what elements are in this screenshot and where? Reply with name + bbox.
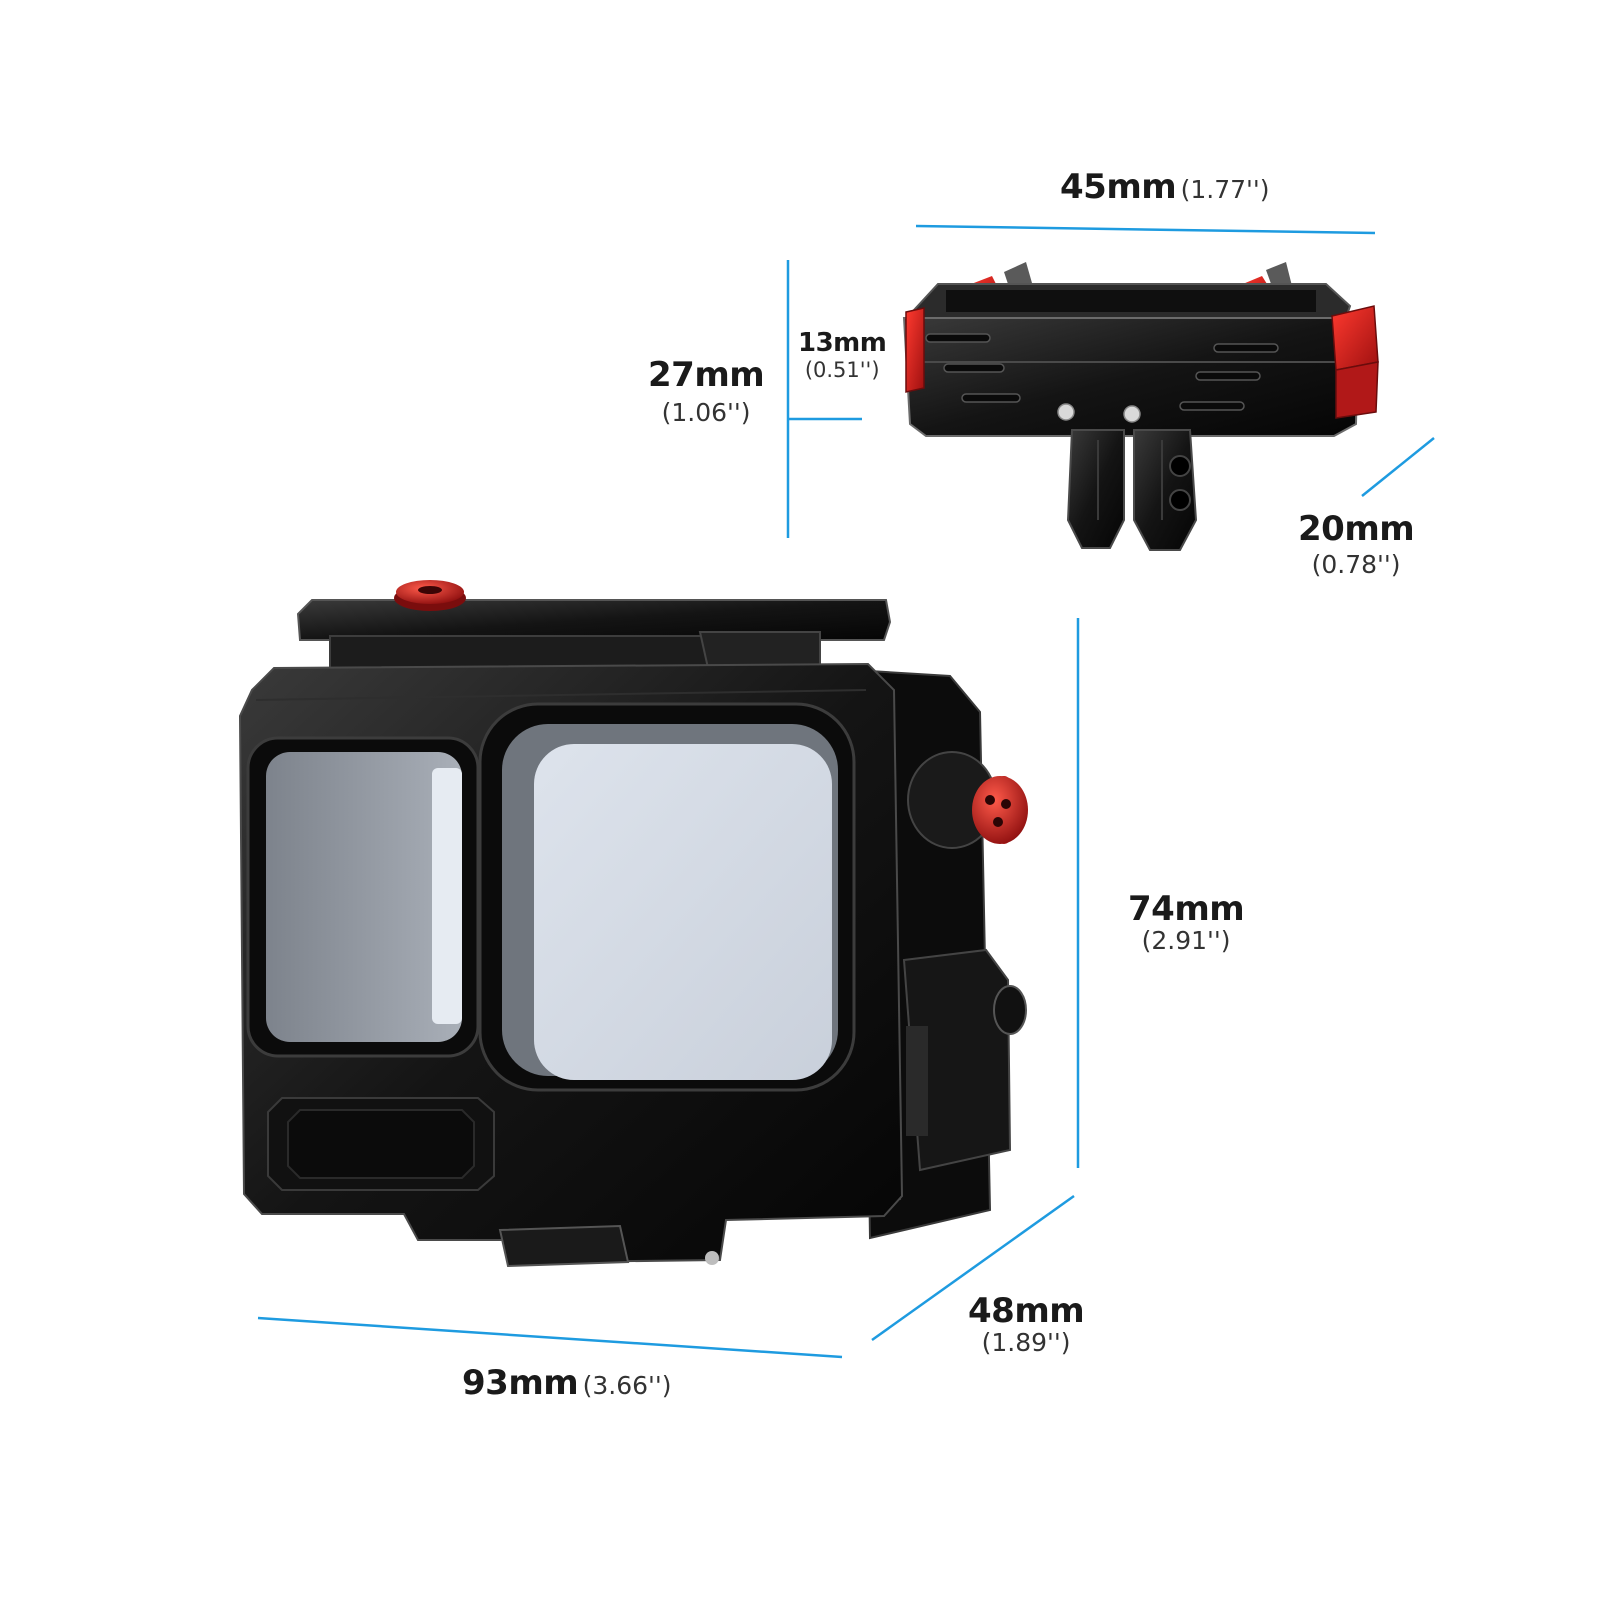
clip-depth-in: (0.78'') xyxy=(1311,550,1401,579)
clip-height-mm: 27mm xyxy=(648,355,765,395)
clip-height-label: 27mm (1.06'') xyxy=(648,355,765,427)
case-depth-line xyxy=(871,1194,1075,1342)
clip-width-in: (1.77'') xyxy=(1180,175,1270,204)
case-depth-label: 48mm (1.89'') xyxy=(968,1291,1085,1357)
case-depth-in: (1.89'') xyxy=(981,1328,1071,1357)
clip-width-label: 45mm (1.77'') xyxy=(1060,170,1270,204)
dimension-lines xyxy=(257,224,1435,1359)
clip-width-mm: 45mm xyxy=(1060,167,1177,207)
clip-depth-label: 20mm (0.78'') xyxy=(1298,509,1415,579)
clip-width-line xyxy=(915,224,1376,235)
case-depth-mm: 48mm xyxy=(968,1291,1085,1331)
clip-inner-label: 13mm (0.51'') xyxy=(798,328,887,382)
clip-depth-mm: 20mm xyxy=(1298,509,1415,549)
clip-inner-mm: 13mm xyxy=(798,328,887,358)
case-width-mm: 93mm xyxy=(462,1363,579,1403)
case-height-label: 74mm (2.91'') xyxy=(1128,889,1245,955)
case-height-in: (2.91'') xyxy=(1141,926,1231,955)
case-width-in: (3.66'') xyxy=(582,1371,672,1400)
camera-housing xyxy=(238,580,1028,1268)
clip-mount xyxy=(902,262,1379,551)
case-width-label: 93mm (3.66'') xyxy=(462,1366,672,1400)
case-height-mm: 74mm xyxy=(1128,889,1245,929)
case-width-line xyxy=(257,1316,843,1359)
clip-height-in: (1.06'') xyxy=(661,398,751,427)
clip-inner-in: (0.51'') xyxy=(804,358,880,382)
clip-depth-line xyxy=(1361,437,1435,497)
